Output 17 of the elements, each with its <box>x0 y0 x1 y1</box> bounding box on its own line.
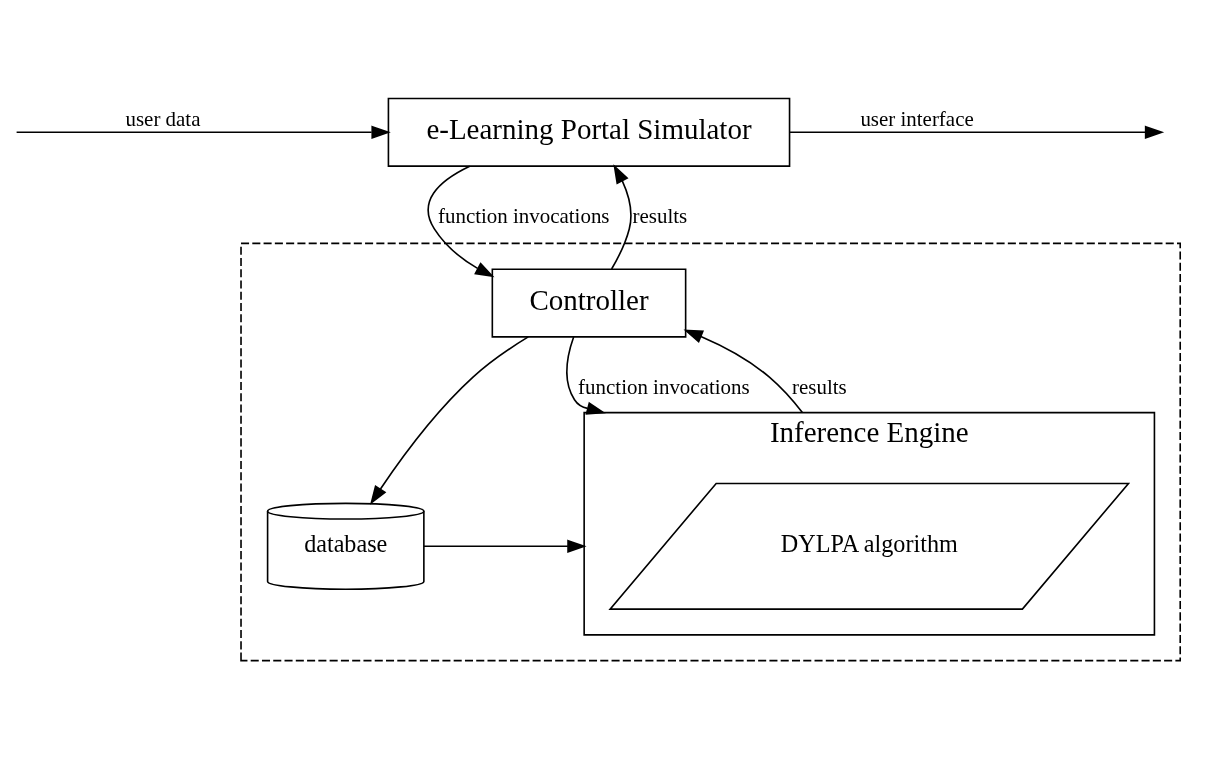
arrow <box>423 539 587 553</box>
arrow <box>370 335 530 505</box>
edge-label: results <box>632 203 688 228</box>
node-box: Controller <box>491 267 687 338</box>
edge-label: user interface <box>860 106 974 131</box>
arrow <box>789 125 1165 139</box>
edge-label: results <box>792 374 847 399</box>
arrow <box>683 329 804 413</box>
arrow <box>427 164 495 277</box>
edge-label: user data <box>125 106 201 131</box>
cluster <box>240 242 1181 661</box>
arrow <box>610 163 632 270</box>
edge-label: function invocations <box>578 374 750 399</box>
node-box: e-Learning Portal Simulator <box>387 97 791 167</box>
arrow <box>15 125 391 139</box>
arrow <box>566 335 606 415</box>
edge-label: function invocations <box>437 203 610 228</box>
